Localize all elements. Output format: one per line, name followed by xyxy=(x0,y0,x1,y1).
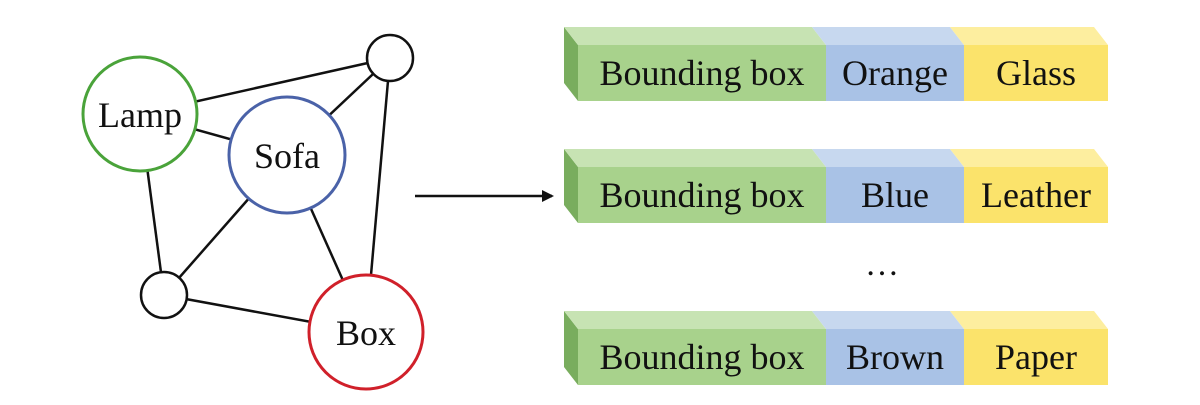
feature-row: Bounding box Orange Glass xyxy=(564,27,1108,101)
row-material-label: Glass xyxy=(996,53,1076,93)
row-bbox-label: Bounding box xyxy=(599,53,804,93)
row-material-label: Leather xyxy=(981,175,1091,215)
graph-nodes: Lamp Sofa Box xyxy=(81,33,425,391)
node-top-right-circle xyxy=(365,33,415,83)
row-material-top xyxy=(950,149,1108,167)
row-material-top xyxy=(950,311,1108,329)
node-bottom-left xyxy=(139,270,189,320)
row-bbox-cell xyxy=(578,167,826,223)
node-box-circle xyxy=(307,273,425,391)
feature-row: Bounding box Brown Paper xyxy=(564,311,1108,385)
row-bbox-cell xyxy=(578,329,826,385)
row-color-label: Orange xyxy=(842,53,948,93)
ellipsis: … xyxy=(865,246,899,283)
row-bbox-top xyxy=(564,311,826,329)
row-material-label: Paper xyxy=(995,337,1077,377)
row-side-face xyxy=(564,27,578,101)
node-sofa-circle xyxy=(227,95,347,215)
row-bbox-cell xyxy=(578,45,826,101)
row-material-cell xyxy=(964,167,1108,223)
node-box: Box xyxy=(307,273,425,391)
node-top-right xyxy=(365,33,415,83)
row-color-label: Blue xyxy=(861,175,929,215)
row-material-cell xyxy=(964,45,1108,101)
row-color-top xyxy=(812,311,964,329)
row-bbox-top xyxy=(564,27,826,45)
feature-row: Bounding box Blue Leather xyxy=(564,149,1108,223)
node-sofa: Sofa xyxy=(227,95,347,215)
row-side-face xyxy=(564,311,578,385)
row-material-cell xyxy=(964,329,1108,385)
node-lamp: Lamp xyxy=(81,55,199,173)
node-sofa-label: Sofa xyxy=(254,136,320,176)
row-color-cell xyxy=(826,329,964,385)
row-material-top xyxy=(950,27,1108,45)
node-lamp-label: Lamp xyxy=(98,95,182,135)
row-color-top xyxy=(812,27,964,45)
node-box-label: Box xyxy=(336,313,396,353)
node-lamp-circle xyxy=(81,55,199,173)
row-bbox-top xyxy=(564,149,826,167)
row-color-cell xyxy=(826,45,964,101)
row-color-cell xyxy=(826,167,964,223)
row-color-label: Brown xyxy=(846,337,944,377)
row-color-top xyxy=(812,149,964,167)
row-bbox-label: Bounding box xyxy=(599,175,804,215)
row-bbox-label: Bounding box xyxy=(599,337,804,377)
row-side-face xyxy=(564,149,578,223)
node-bottom-left-circle xyxy=(139,270,189,320)
